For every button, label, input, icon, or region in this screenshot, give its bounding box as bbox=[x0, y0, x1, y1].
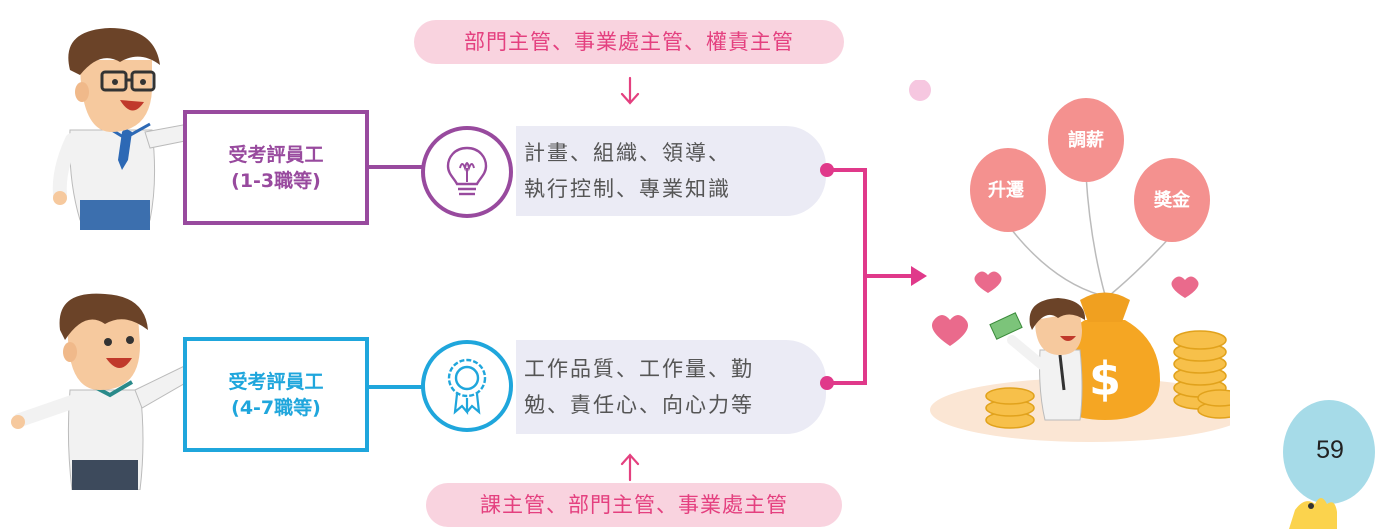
group-1-criteria-line1: 計畫、組織、領導、 bbox=[524, 141, 731, 165]
page-number: 59 bbox=[1290, 436, 1370, 465]
employee-group-2-grade: (4-7職等) bbox=[231, 396, 321, 419]
employee-group-1-box: 受考評員工 (1-3職等) bbox=[183, 110, 369, 225]
down-arrow-icon bbox=[620, 76, 640, 105]
bottom-evaluators-pill: 課主管、部門主管、事業處主管 bbox=[426, 483, 842, 527]
group-2-criteria-line2: 勉、責任心、向心力等 bbox=[524, 393, 754, 417]
salary-label: 調薪 bbox=[1068, 130, 1104, 151]
employee-group-1-title: 受考評員工 bbox=[228, 143, 324, 166]
bonus-label: 獎金 bbox=[1154, 190, 1190, 211]
bottom-evaluators-text: 課主管、部門主管、事業處主管 bbox=[480, 493, 788, 517]
reward-illustration: $ bbox=[909, 80, 1230, 442]
group-1-icon-circle bbox=[421, 126, 513, 218]
employee-group-1-grade: (1-3職等) bbox=[231, 169, 321, 192]
employee-character-2 bbox=[11, 293, 218, 490]
salary-balloon-label: 調薪 bbox=[1048, 126, 1124, 152]
merge-connector bbox=[820, 163, 927, 390]
svg-text:$: $ bbox=[1089, 352, 1121, 406]
employee-group-2-title: 受考評員工 bbox=[228, 370, 324, 393]
bonus-balloon-label: 獎金 bbox=[1134, 186, 1210, 212]
group-2-criteria-line1: 工作品質、工作量、勤 bbox=[524, 357, 754, 381]
top-evaluators-text: 部門主管、事業處主管、權責主管 bbox=[464, 30, 794, 54]
group-2-icon-circle bbox=[421, 340, 513, 432]
group-1-criteria-line2: 執行控制、專業知識 bbox=[524, 177, 731, 201]
group-2-criteria-box: 工作品質、工作量、勤 勉、責任心、向心力等 bbox=[516, 340, 826, 434]
page-number-balloon bbox=[1283, 400, 1375, 529]
group-2-connector-line bbox=[369, 385, 425, 389]
promotion-label: 升遷 bbox=[988, 180, 1024, 201]
page-number-text: 59 bbox=[1316, 436, 1344, 464]
promotion-balloon-label: 升遷 bbox=[968, 176, 1044, 202]
employee-group-2-box: 受考評員工 (4-7職等) bbox=[183, 337, 369, 452]
award-ribbon-icon bbox=[447, 358, 487, 416]
up-arrow-icon bbox=[620, 453, 640, 482]
lightbulb-icon bbox=[446, 146, 488, 196]
top-evaluators-pill: 部門主管、事業處主管、權責主管 bbox=[414, 20, 844, 64]
group-1-connector-line bbox=[369, 165, 425, 169]
group-1-criteria-box: 計畫、組織、領導、 執行控制、專業知識 bbox=[516, 126, 826, 216]
